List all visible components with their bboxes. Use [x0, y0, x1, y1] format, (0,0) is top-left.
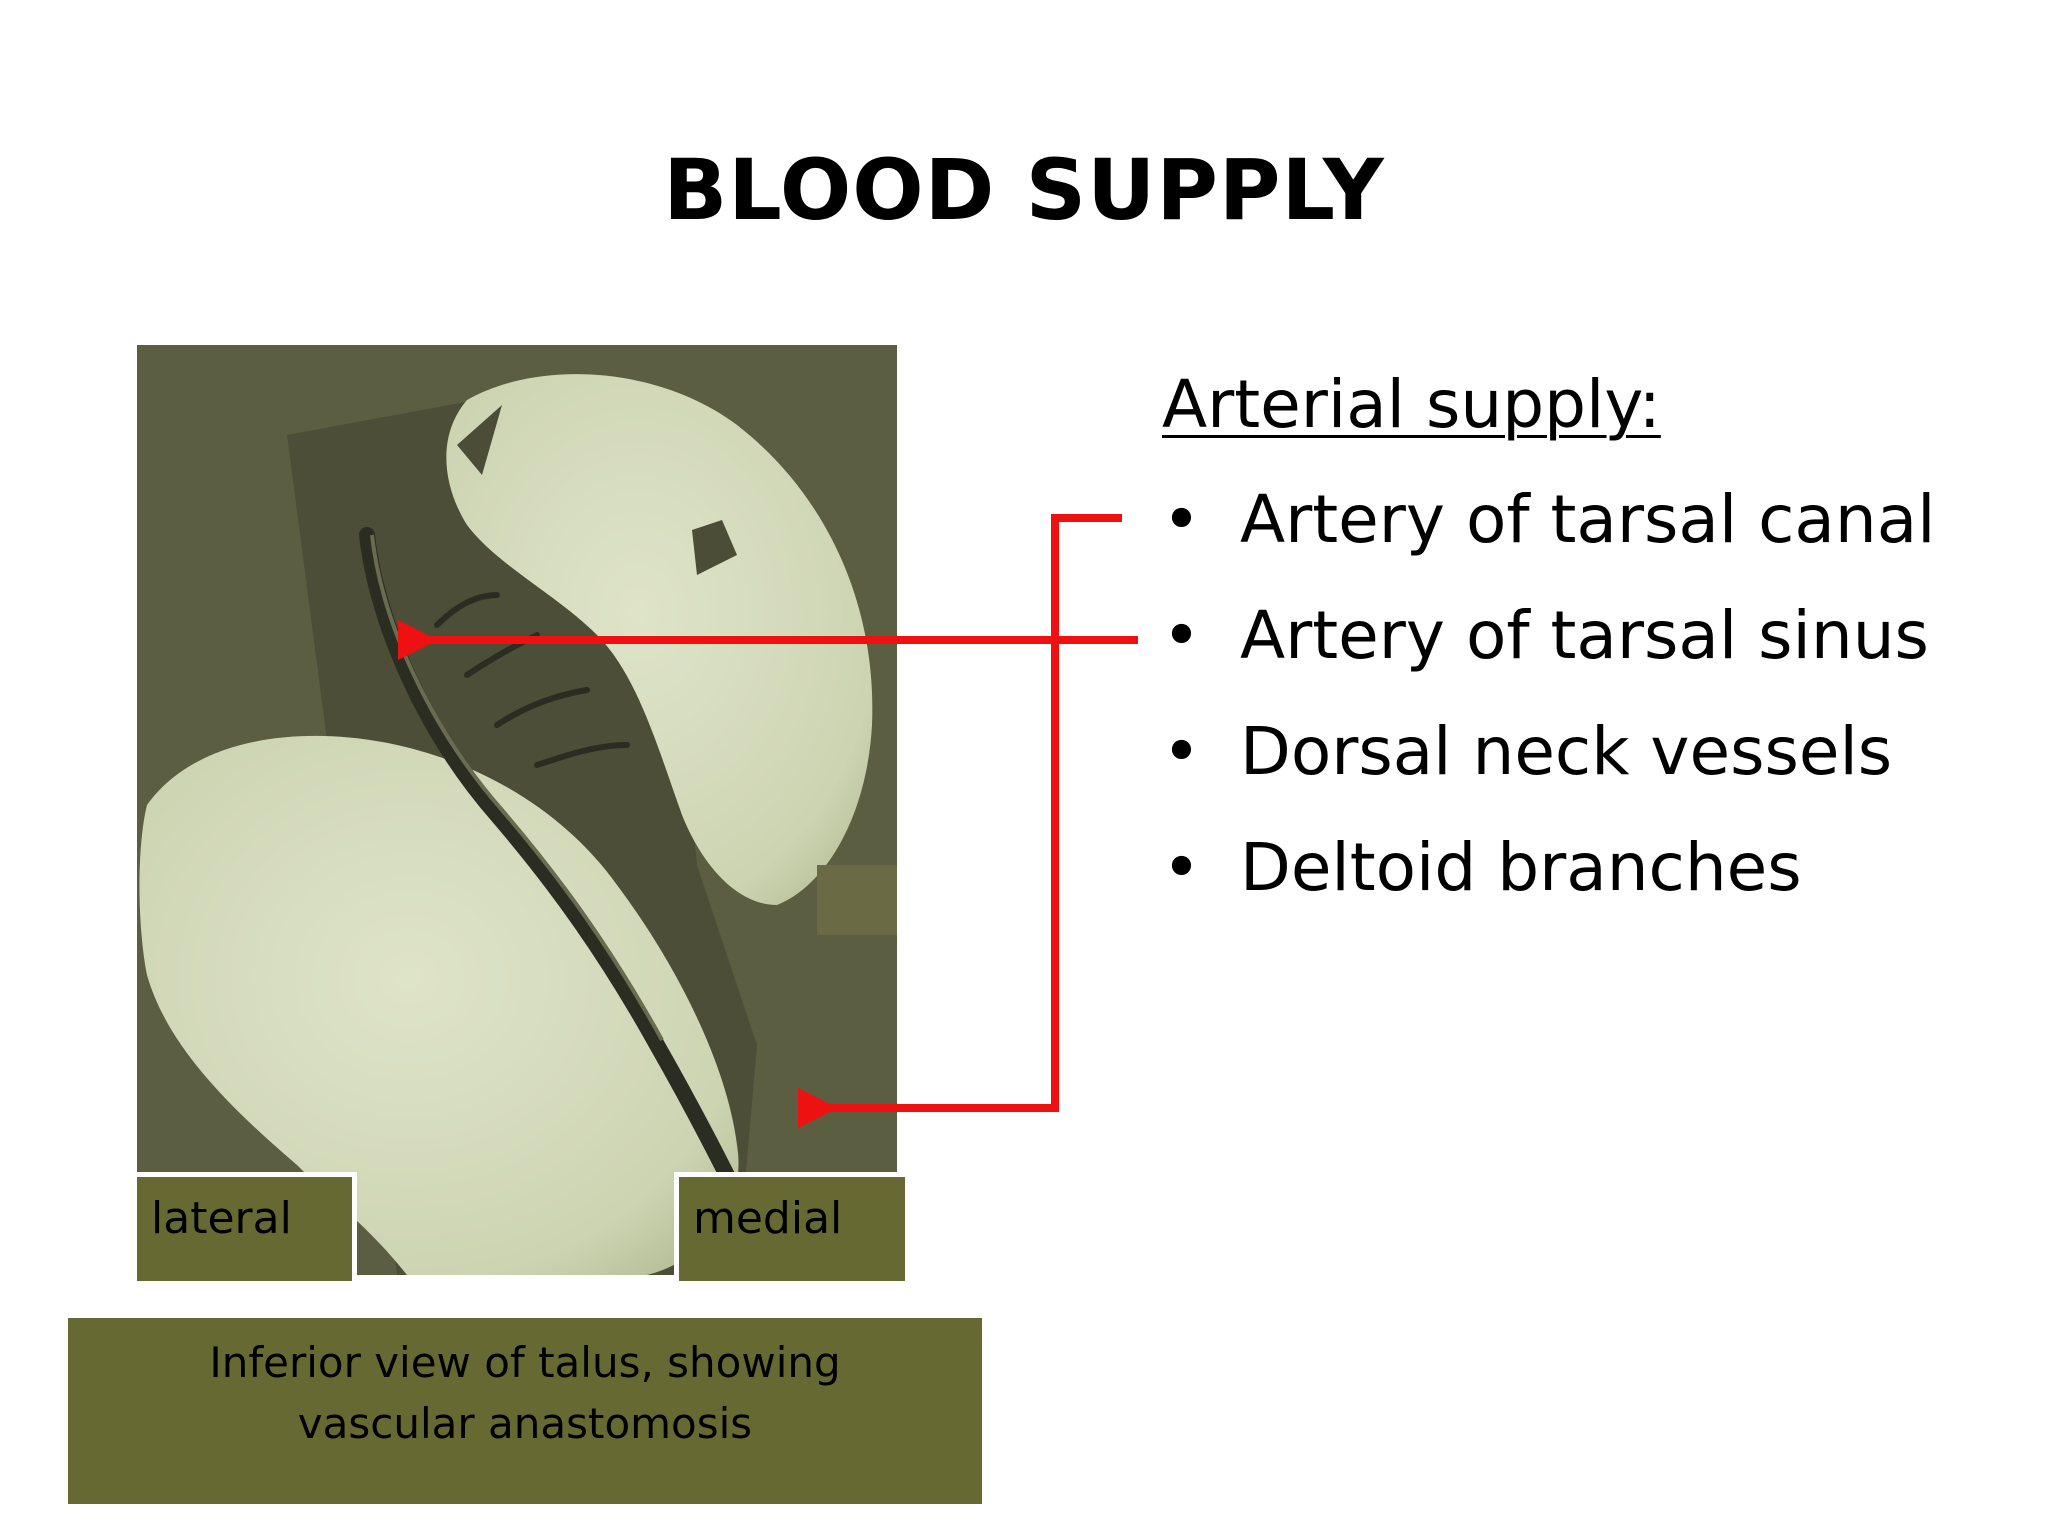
- vascular-channel: [359, 527, 755, 1223]
- list-item-label: Dorsal neck vessels: [1240, 713, 1893, 790]
- talus-figure: [137, 345, 897, 1275]
- edge-patch: [817, 865, 897, 935]
- talus-body: [139, 735, 739, 1275]
- bone-notch-2: [692, 520, 737, 575]
- list-item-label: Deltoid branches: [1240, 829, 1802, 906]
- figure-caption: Inferior view of talus, showing vascular…: [68, 1318, 982, 1504]
- bullet-icon: •: [1162, 597, 1201, 674]
- caption-line-2: vascular anastomosis: [297, 1399, 753, 1448]
- lateral-label: lateral: [132, 1172, 357, 1286]
- list-item-label: Artery of tarsal canal: [1240, 481, 1936, 558]
- bullet-icon: •: [1162, 829, 1201, 906]
- arterial-supply-heading: Arterial supply:: [1162, 366, 1661, 443]
- talus-illustration: [137, 345, 897, 1275]
- vessel-highlight: [370, 534, 664, 1041]
- bullet-icon: •: [1162, 481, 1201, 558]
- bullet-icon: •: [1162, 713, 1201, 790]
- medial-label: medial: [674, 1172, 910, 1286]
- list-item-label: Artery of tarsal sinus: [1240, 597, 1929, 674]
- slide-title: BLOOD SUPPLY: [663, 141, 1385, 239]
- bone-notch: [457, 405, 502, 475]
- vessel-branches: [434, 592, 630, 768]
- caption-line-1: Inferior view of talus, showing: [209, 1338, 841, 1387]
